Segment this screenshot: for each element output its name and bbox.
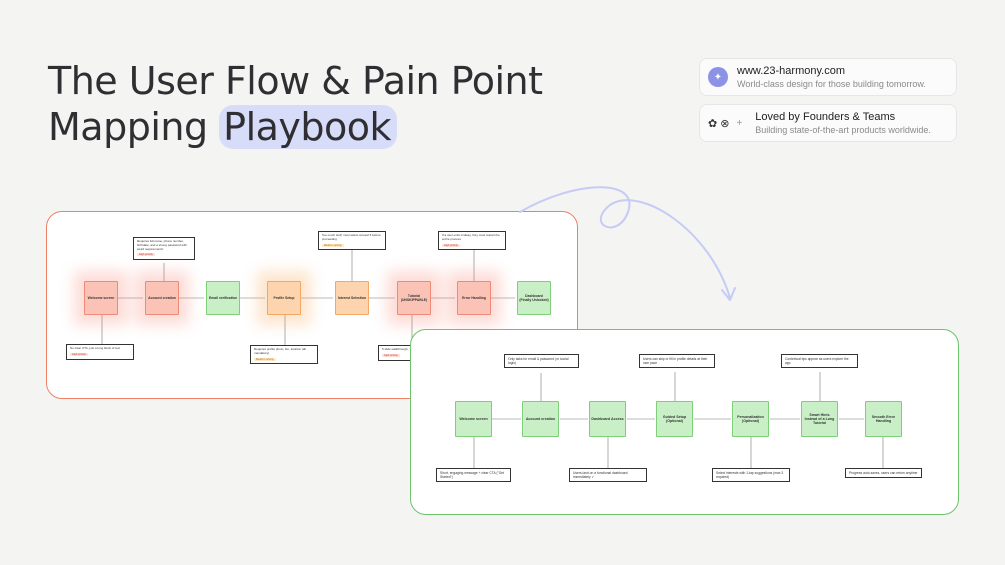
current-node-account[interactable]: Account creation (145, 281, 179, 315)
priority-badge: High priority (137, 253, 155, 257)
improved-node-guided-setup[interactable]: Guided Setup (Optional) (656, 401, 693, 437)
current-node-welcome[interactable]: Welcome screen (84, 281, 118, 315)
note-hints-fix: Contextual tips appear as users explore … (781, 354, 858, 368)
improved-node-error-handling[interactable]: Smooth Error Handling (865, 401, 902, 437)
paw-logo-icon: ✿ (708, 117, 718, 130)
note-guided-fix: Users can skip or fill in profile detail… (639, 354, 715, 368)
note-welcome-text: No clear CTA, just a long block of text (70, 346, 120, 350)
note-welcome-fix: Short, engaging message + clear CTA ("Ge… (436, 468, 511, 482)
arrowhead-icon (721, 287, 736, 301)
current-node-tutorial[interactable]: Tutorial (UNSKIPPABLE) (397, 281, 431, 315)
current-node-dashboard[interactable]: Dashboard (Finally Unlocked) (517, 281, 551, 315)
website-url[interactable]: www.23-harmony.com (737, 64, 845, 77)
plus-icon: + (736, 117, 743, 129)
note-tutorial-text: 5 slide walkthrough (382, 347, 408, 351)
note-account-fix: Only asks for email & password (or socia… (504, 354, 579, 368)
website-tagline: World-class design for those building to… (737, 78, 926, 89)
note-profile-pain: Requires profile photo, bio, location (a… (250, 345, 318, 365)
note-account-pain: Requires full name, phone number, birthd… (133, 237, 195, 261)
loved-by-subtitle: Building state-of-the-art products world… (755, 124, 931, 135)
current-node-interest[interactable]: Interest Selection (335, 281, 369, 315)
note-dashboard-fix: Users land on a functional dashboard imm… (569, 468, 647, 482)
current-node-email[interactable]: Email verification (206, 281, 240, 315)
note-profile-text: Requires profile photo, bio, location (a… (254, 347, 306, 355)
harmony-logo-icon: ✦ (708, 67, 728, 87)
priority-badge: High priority (70, 352, 88, 356)
website-badge[interactable]: ✦ www.23-harmony.com World-class design … (699, 58, 957, 96)
improved-node-account[interactable]: Account creation (522, 401, 559, 437)
improved-node-dashboard[interactable]: Dashboard Access (589, 401, 626, 437)
loved-by-badge: ✿ ⊗ + Loved by Founders & Teams Building… (699, 104, 957, 142)
title-line-1: The User Flow & Pain Point (48, 59, 543, 103)
priority-badge: Medium priority (254, 357, 276, 361)
note-error-text: If a user exits midway, they must restar… (442, 233, 500, 241)
current-flow-connectors (101, 247, 515, 345)
priority-badge: High priority (382, 353, 400, 357)
priority-badge: High priority (442, 243, 460, 247)
title-line-2-prefix: Mapping (48, 105, 220, 149)
improved-flow-connectors (473, 372, 884, 468)
x-logo-icon: ⊗ (720, 117, 730, 130)
note-welcome-pain: No clear CTA, just a long block of text … (66, 344, 134, 360)
note-personal-fix: Select interests with 1-tap suggestions … (712, 468, 790, 482)
improved-node-smart-hints[interactable]: Smart Hints Instead of a Long Tutorial (801, 401, 838, 437)
note-error-pain: If a user exits midway, they must restar… (438, 231, 506, 251)
current-node-profile[interactable]: Profile Setup (267, 281, 301, 315)
note-interest-pain: Too much stuff; must select at least 5 b… (318, 231, 386, 251)
improved-node-personalization[interactable]: Personalization (Optional) (732, 401, 769, 437)
loved-by-title: Loved by Founders & Teams (755, 110, 896, 123)
priority-badge: Medium priority (322, 243, 344, 247)
title-highlight: Playbook (219, 105, 398, 149)
title-line-2: Mapping Playbook (48, 104, 543, 150)
current-node-error[interactable]: Error Handling (457, 281, 491, 315)
improved-node-welcome[interactable]: Welcome screen (455, 401, 492, 437)
note-interest-text: Too much stuff; must select at least 5 b… (322, 233, 381, 241)
page-title: The User Flow & Pain Point Mapping Playb… (48, 58, 543, 150)
improved-flow-panel: Welcome screen Account creation Dashboar… (410, 329, 959, 515)
note-account-text: Requires full name, phone number, birthd… (137, 239, 187, 251)
note-error-fix: Progress auto-saves, users can return an… (845, 468, 922, 478)
current-flow-panel: Welcome screen Account creation Email ve… (46, 211, 578, 399)
